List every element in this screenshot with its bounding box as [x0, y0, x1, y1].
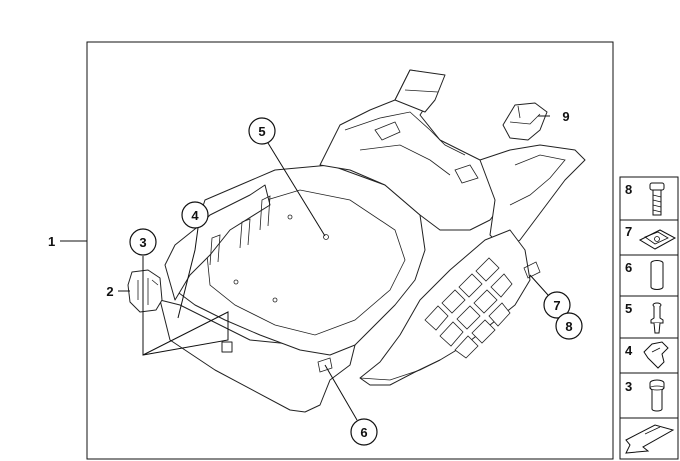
side-bracket-part	[127, 269, 163, 313]
svg-text:5: 5	[625, 301, 632, 316]
leader-lines	[118, 115, 550, 421]
svg-text:8: 8	[565, 319, 572, 334]
svg-text:3: 3	[139, 235, 146, 250]
svg-text:5: 5	[258, 124, 265, 139]
svg-text:4: 4	[191, 208, 199, 223]
diagram-frame	[86, 41, 614, 460]
callout-2: 2	[106, 284, 113, 299]
rubber-grommet-icon	[649, 379, 665, 412]
parts-list: 8 7 6 5	[619, 176, 679, 460]
callout-3: 3	[129, 228, 157, 256]
svg-text:6: 6	[625, 260, 632, 275]
callout-1-label: 1	[48, 234, 55, 249]
callout-7: 7	[543, 291, 571, 319]
rear-mudguard-part	[159, 69, 586, 413]
callout-4: 4	[181, 201, 209, 229]
spacer-sleeve-icon	[650, 260, 664, 290]
svg-text:2: 2	[106, 284, 113, 299]
parts-list-row-3: 3	[625, 379, 665, 412]
callout-8: 8	[555, 312, 583, 340]
callout-5: 5	[248, 117, 276, 145]
svg-text:7: 7	[553, 298, 560, 313]
svg-text:6: 6	[360, 425, 367, 440]
parts-list-row-7: 7	[625, 224, 677, 250]
bolt-icon	[649, 182, 665, 216]
svg-text:3: 3	[625, 379, 632, 394]
clip-nut-icon	[638, 229, 677, 250]
vent-grille	[424, 257, 513, 359]
parts-list-row-6: 6	[625, 260, 664, 290]
svg-text:7: 7	[625, 224, 632, 239]
callout-9: 9	[562, 109, 569, 124]
expanding-rivet-icon	[650, 302, 664, 334]
callout-6: 6	[350, 418, 378, 446]
cable-clip-icon	[643, 341, 669, 369]
parts-list-row-8: 8	[625, 182, 665, 216]
direction-arrow-icon	[625, 424, 675, 454]
parts-list-row-5: 5	[625, 301, 664, 334]
svg-text:8: 8	[625, 182, 632, 197]
cover-cap-part	[502, 102, 548, 141]
parts-list-row-4: 4	[625, 341, 669, 369]
svg-text:9: 9	[562, 109, 569, 124]
svg-text:4: 4	[625, 343, 633, 358]
